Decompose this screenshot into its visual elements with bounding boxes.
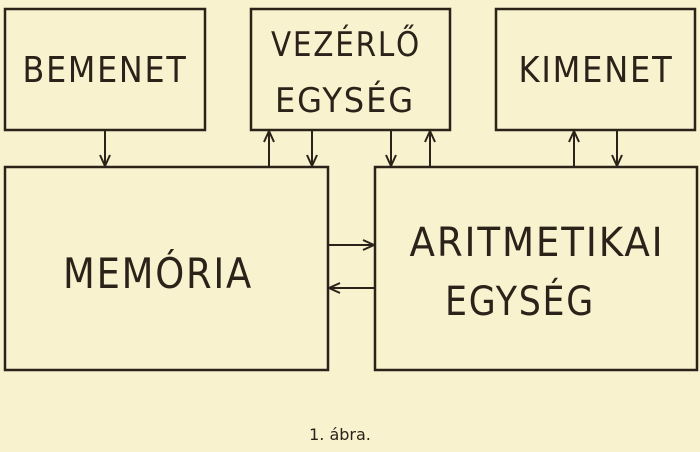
control-label-line2: EGYSÉG [275,80,415,121]
arithmetic-unit-box: ARITMETIKAI EGYSÉG [373,165,699,372]
control-unit-box: VEZÉRLŐ EGYSÉG [249,7,452,132]
memory-label: MEMÓRIA [63,248,253,298]
arrow-control-to-alu [385,130,397,169]
output-label: KIMENET [519,50,674,91]
arrow-memory-to-alu [328,239,377,251]
arrow-alu-to-memory [326,282,375,294]
alu-label-line1: ARITMETIKAI [410,220,665,266]
arrow-input-to-memory [99,130,111,169]
figure-caption: 1. ábra. [309,425,371,444]
output-box: KIMENET [494,7,697,132]
arrow-alu-to-output [568,128,580,167]
arrow-control-to-memory [306,130,318,169]
arrow-memory-to-control [263,128,275,167]
input-box: BEMENET [3,7,207,132]
input-label: BEMENET [23,50,188,91]
arrow-output-to-alu [611,130,623,169]
memory-box: MEMÓRIA [3,165,330,372]
control-label-line1: VEZÉRLŐ [271,24,421,65]
arrow-alu-to-control [424,128,436,167]
alu-label-line2: EGYSÉG [445,277,595,325]
